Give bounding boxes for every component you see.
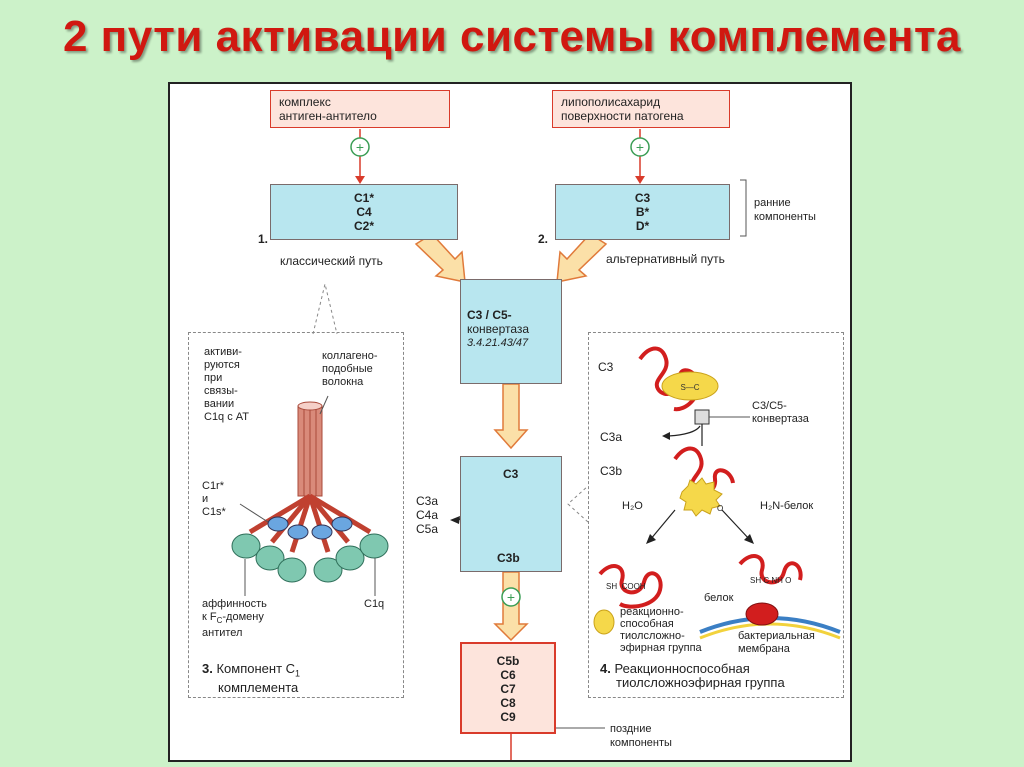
inset3-activated: активи- руются при связы- вании C1q с АТ bbox=[204, 346, 249, 423]
arrow-head bbox=[635, 176, 645, 184]
inset3-c1r-c1s: C1r* и C1s* bbox=[202, 480, 226, 518]
plus-symbol: + bbox=[636, 139, 644, 155]
inset4-o: O bbox=[717, 504, 724, 513]
thioester-diagram: S—C bbox=[593, 346, 841, 640]
arrow-head bbox=[355, 176, 365, 184]
inset4-sh-cooh: SH COOH bbox=[606, 582, 646, 591]
callout-pointer bbox=[312, 283, 338, 335]
inset4-c3a: C3a bbox=[600, 430, 623, 444]
inset3-affinity: аффинность к FC-домену антител bbox=[202, 598, 267, 640]
inset4-protein: белок bbox=[704, 592, 734, 604]
plus-circle bbox=[350, 137, 370, 157]
inset4-sh-nh: SH C NH O bbox=[750, 576, 792, 585]
inset4-legend-membrane: бактериальная мембрана bbox=[738, 630, 815, 655]
svg-text:+: + bbox=[507, 589, 515, 605]
plus-circle bbox=[501, 587, 521, 607]
inset-c1-frame bbox=[188, 332, 404, 698]
inset4-c3: C3 bbox=[598, 360, 614, 374]
bracket bbox=[740, 179, 747, 237]
c3-side-fragments: C3a C4a C5a bbox=[416, 494, 439, 536]
c1-molecule bbox=[231, 395, 389, 596]
legend-thioester bbox=[593, 609, 615, 635]
callout-pointer bbox=[567, 485, 589, 523]
inset4-h2n: H₂N-белок bbox=[760, 500, 814, 512]
late-components-label: поздние компоненты bbox=[610, 723, 672, 749]
c3-box: C3 C3b bbox=[460, 456, 562, 572]
classical-components-box: C1* C4 C2* bbox=[270, 184, 458, 240]
inset4-convertase: C3/C5- конвертаза bbox=[752, 400, 809, 425]
early-components-label: ранние компоненты bbox=[754, 197, 816, 223]
path-number-2: 2. bbox=[538, 232, 549, 246]
diagram-graphics: + + + bbox=[231, 129, 841, 760]
diagram-panel: + + + bbox=[168, 82, 852, 762]
arrow-down-1 bbox=[493, 383, 529, 450]
path-number-1: 1. bbox=[258, 232, 269, 246]
inset-thioester-frame bbox=[588, 332, 844, 698]
late-components-box: C5b C6 C7 C8 C9 bbox=[460, 642, 556, 734]
s-c-label: S—C bbox=[680, 383, 699, 392]
page-title: 2 пути активации системы комплемента bbox=[62, 12, 962, 61]
antigen-antibody-label: комплекс антиген-антитело bbox=[270, 90, 450, 128]
plus-circle bbox=[630, 137, 650, 157]
starburst bbox=[679, 477, 723, 517]
alternative-path-label: альтернативный путь bbox=[606, 252, 725, 266]
arrow-classical bbox=[414, 233, 466, 283]
lps-label: липополисахарид поверхности патогена bbox=[552, 90, 730, 128]
inset4-h2o: H₂O bbox=[622, 500, 643, 512]
inset4-caption: 4. Реакционноспособная тиолсложноэфирная… bbox=[600, 661, 785, 690]
membrane-protein bbox=[745, 602, 779, 626]
inset3-caption: 3. Компонент C1 комплемента bbox=[202, 661, 301, 695]
classical-path-label: классический путь bbox=[280, 254, 383, 268]
alternative-components-box: C3 B* D* bbox=[555, 184, 730, 240]
inset4-c3b: C3b bbox=[600, 464, 623, 478]
inset3-c1q: C1q bbox=[364, 598, 385, 610]
inset3-collagen: коллагено- подобные волокна bbox=[322, 350, 378, 388]
convertase-box: C3 / C5- конвертаза 3.4.21.43/47 bbox=[460, 279, 562, 384]
inset4-legend-reactive: реакционно- способная тиолсложно- эфирна… bbox=[620, 606, 702, 654]
arrow-alternative bbox=[556, 233, 608, 283]
plus-symbol: + bbox=[356, 139, 364, 155]
